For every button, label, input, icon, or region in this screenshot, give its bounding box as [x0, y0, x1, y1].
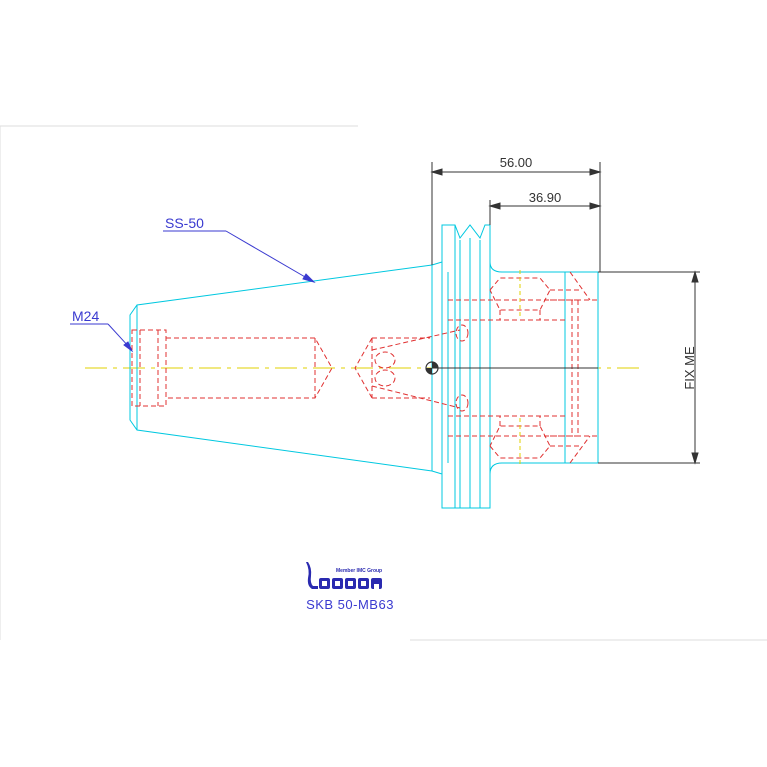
dimension-lines [430, 162, 700, 465]
flange-length-dimension: 36.90 [529, 190, 562, 205]
iscar-logo-icon [306, 562, 382, 589]
model-designation: SKB 50-MB63 [306, 597, 394, 612]
thread-leader [70, 323, 134, 353]
thread-label: M24 [72, 308, 99, 324]
overall-length-dimension: 56.00 [500, 155, 533, 170]
sheet-border [0, 125, 767, 641]
brand-tagline: Member IMC Group [336, 568, 382, 574]
taper-leader [163, 230, 316, 283]
taper-label: SS-50 [165, 215, 204, 231]
vertical-dimension-label: FIX ME [682, 346, 697, 390]
